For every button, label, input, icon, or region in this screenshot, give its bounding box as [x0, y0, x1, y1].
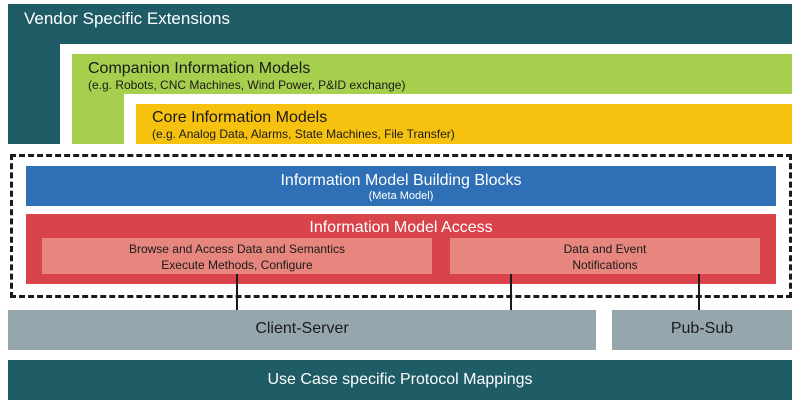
pub-sub-label: Pub-Sub [670, 320, 734, 337]
model-access-title: Information Model Access [309, 219, 493, 236]
events-notifications-line2: Notifications [572, 258, 638, 272]
client-server-layer [8, 310, 596, 350]
browse-access-line1: Browse and Access Data and Semantics [128, 242, 346, 256]
core-models-title: Core Information Models [152, 109, 328, 126]
pub-sub-layer [612, 310, 792, 350]
connector-line [698, 274, 700, 310]
events-notifications-box [450, 238, 760, 274]
browse-access-line2: Execute Methods, Configure [161, 258, 313, 272]
connector-line [236, 274, 238, 310]
building-blocks-layer [26, 166, 776, 206]
core-models-subtitle: (e.g. Analog Data, Alarms, State Machine… [152, 127, 455, 141]
companion-models-subtitle: (e.g. Robots, CNC Machines, Wind Power, … [88, 78, 406, 92]
core-models-layer [136, 104, 792, 144]
client-server-label: Client-Server [255, 320, 349, 337]
dashed-boundary [10, 154, 792, 298]
companion-models-title: Companion Information Models [88, 60, 311, 77]
building-blocks-subtitle: (Meta Model) [368, 190, 434, 202]
protocol-mappings-layer [8, 360, 792, 400]
building-blocks-title: Information Model Building Blocks [280, 172, 522, 189]
browse-access-box [42, 238, 432, 274]
connector-line [510, 274, 512, 310]
protocol-mappings-label: Use Case specific Protocol Mappings [267, 371, 533, 388]
vendor-extensions-title: Vendor Specific Extensions [24, 9, 231, 28]
events-notifications-line1: Data and Event [563, 242, 647, 256]
